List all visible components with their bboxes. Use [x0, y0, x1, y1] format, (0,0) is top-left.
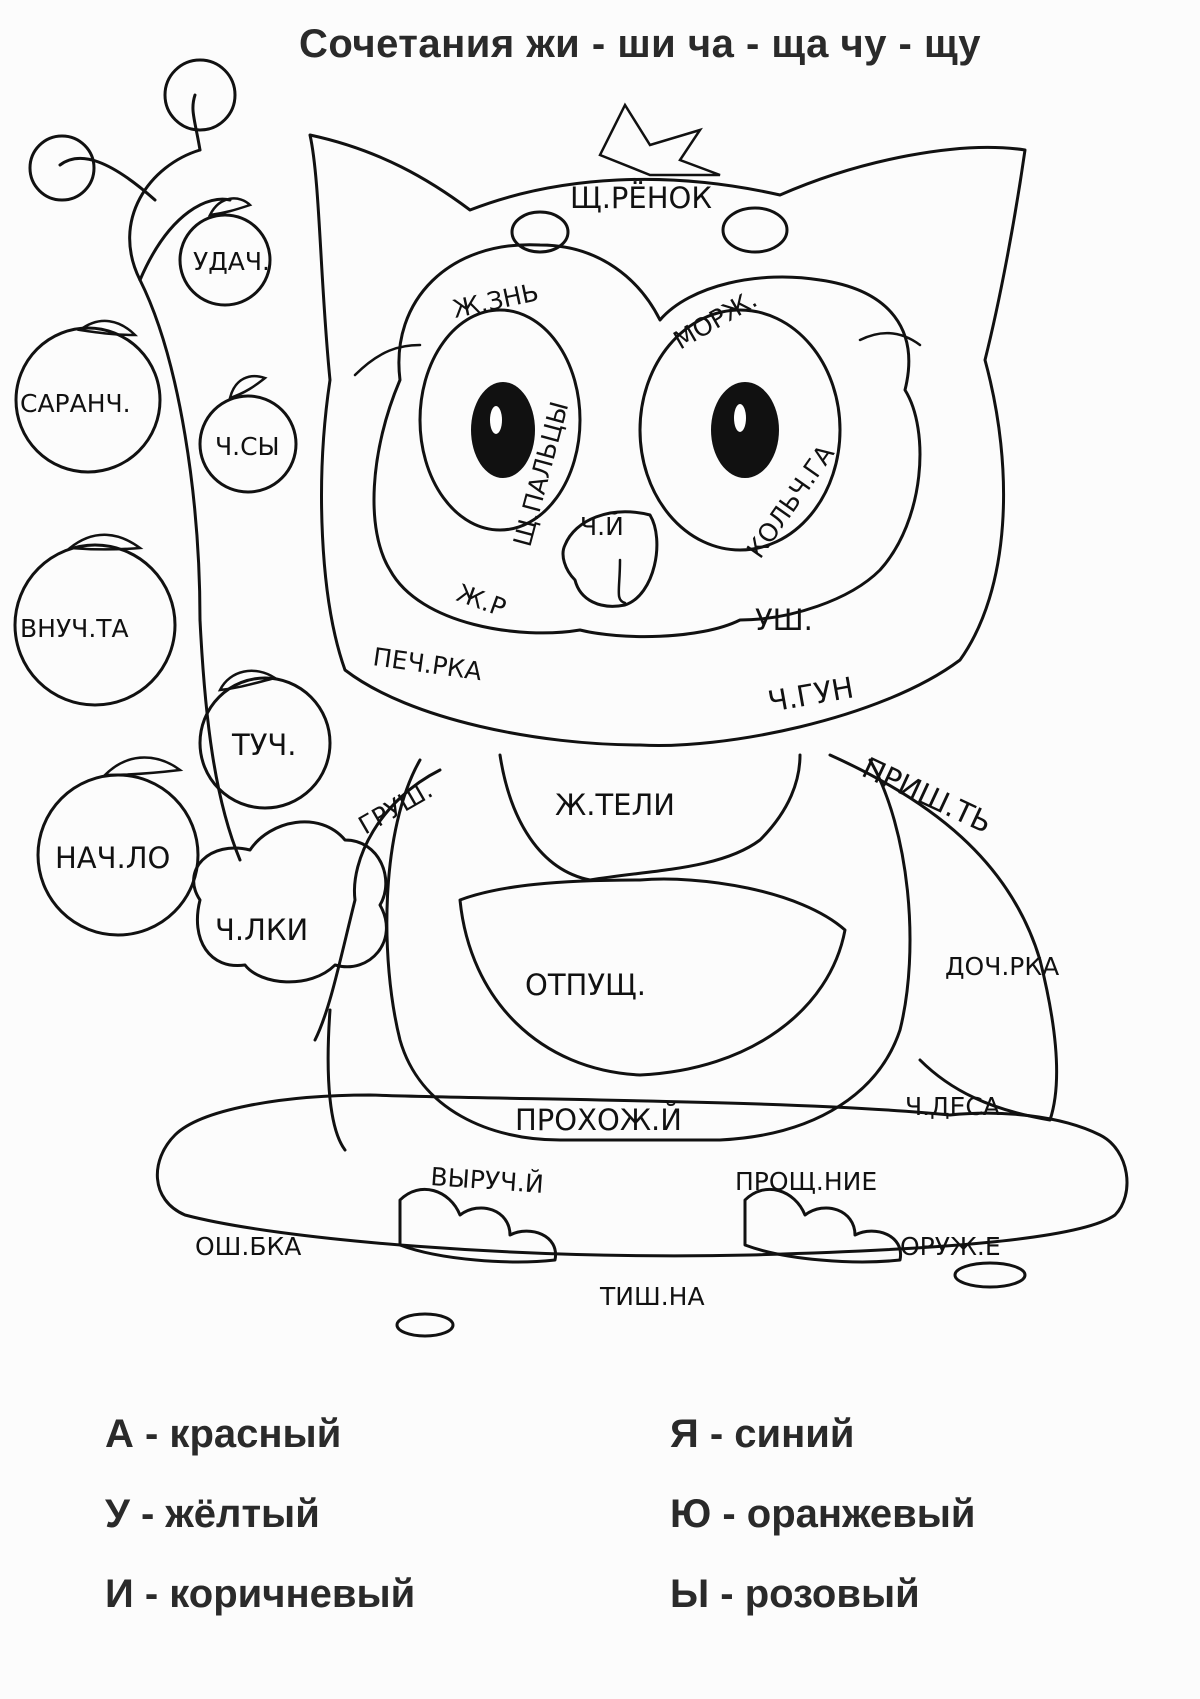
color-legend: А - красный У - жёлтый И - коричневый Я …: [0, 1400, 1200, 1640]
apple-word-vnuchata: ВНУЧ.ТА: [20, 614, 129, 643]
word-morzh: МОРЖ.: [669, 284, 762, 355]
owl-pupil-left: [471, 382, 535, 478]
apple-leaf: [207, 197, 253, 217]
owl-eye-glint-right: [734, 404, 746, 432]
apple-leaf: [228, 374, 268, 400]
owl-foot-right: [743, 1187, 902, 1264]
word-zhar: Ж.Р: [453, 578, 510, 622]
branch-twig-topleft: [58, 156, 157, 202]
word-oruzhie: ОРУЖ.Е: [900, 1232, 1001, 1261]
word-zhiteli: Ж.ТЕЛИ: [555, 788, 675, 822]
owl-face-outline: [372, 243, 922, 639]
owl-body-outline: [385, 758, 912, 1142]
branch-stem: [128, 148, 202, 622]
apple-leaf: [101, 756, 184, 777]
apple-leaf: [217, 669, 279, 692]
legend-ya: Я - синий: [670, 1412, 855, 1456]
owl-head-outline: [308, 133, 1027, 747]
bush-outline: [192, 820, 388, 984]
branch-twig-tip: [191, 93, 202, 152]
word-schenok: Щ.РЁНОК: [570, 181, 712, 215]
bush-stem: [326, 1008, 347, 1152]
branch-stem-right: [198, 618, 242, 862]
owl-brow-right: [858, 331, 922, 347]
owl-foot-left: [398, 1187, 557, 1264]
owl-chest-bib: [498, 753, 802, 882]
owl-head-spot-left: [510, 210, 570, 254]
word-ushi: УШ.: [755, 603, 813, 637]
apple-word-nachalo: НАЧ.ЛО: [55, 841, 170, 875]
apple-word-tuchi: ТУЧ.: [231, 728, 297, 762]
apple-chasy: [198, 394, 298, 494]
word-prishit: ПРИШ.ТЬ: [857, 751, 997, 840]
apple-tuchi: [198, 676, 332, 810]
apple-vnuchata: [13, 543, 177, 707]
ground-puddle-outline: [155, 1093, 1129, 1258]
legend-y: Ы - розовый: [670, 1572, 920, 1616]
word-proschanie: ПРОЩ.НИЕ: [735, 1167, 877, 1196]
word-vyruchay: ВЫРУЧ.Й: [430, 1162, 545, 1199]
owl-head-spot-right: [721, 206, 789, 254]
owl-wing-right: [828, 753, 1059, 1122]
word-otpuschu: ОТПУЩ.: [525, 968, 646, 1002]
owl-eye-glint-left: [490, 406, 502, 434]
owl-beak: [561, 510, 659, 608]
word-chay: Ч.Й: [580, 512, 624, 541]
legend-yu: Ю - оранжевый: [670, 1492, 976, 1536]
apple-tip: [163, 58, 237, 132]
owl-eye-right: [638, 308, 842, 552]
word-chudesa: Ч.ДЕСА: [905, 1092, 1000, 1121]
owl-pupil-right: [711, 382, 779, 478]
apple-udachi: [178, 213, 272, 307]
word-chugun: Ч.ГУН: [765, 670, 856, 718]
apple-leaf: [66, 533, 144, 551]
branch-twig-top: [138, 197, 232, 282]
owl-wing-left: [313, 768, 442, 1042]
puddle-small-right: [953, 1261, 1027, 1289]
puddle-small-left: [395, 1312, 455, 1338]
owl-tuft: [598, 102, 721, 177]
apple-topleft: [28, 134, 96, 202]
owl-eye-left: [418, 308, 582, 532]
owl-belly: [458, 877, 847, 1077]
word-dochurka: ДОЧ.РКА: [945, 952, 1059, 981]
legend-a: А - красный: [105, 1412, 342, 1456]
apple-word-udachi: УДАЧ.: [193, 247, 270, 276]
apple-word-saranchi: САРАНЧ.: [20, 389, 131, 418]
apple-saranchi: [14, 326, 162, 474]
word-chashki: Ч.ЛКИ: [215, 913, 308, 947]
word-prohozhiy: ПРОХОЖ.Й: [515, 1103, 682, 1137]
page-title: Сочетания жи - ши ча - ща чу - щу: [299, 22, 981, 66]
owl-beak-line: [617, 558, 627, 605]
word-tishina: ТИШ.НА: [599, 1282, 705, 1311]
word-oshibka: ОШ.БКА: [195, 1232, 301, 1261]
apple-leaf: [76, 319, 139, 337]
word-pechurka: ПЕЧ.РКА: [371, 642, 484, 686]
legend-u: У - жёлтый: [105, 1492, 320, 1536]
legend-i: И - коричневый: [105, 1572, 416, 1616]
owl-brow-left: [353, 343, 422, 377]
apple-word-chasy: Ч.СЫ: [215, 432, 280, 461]
